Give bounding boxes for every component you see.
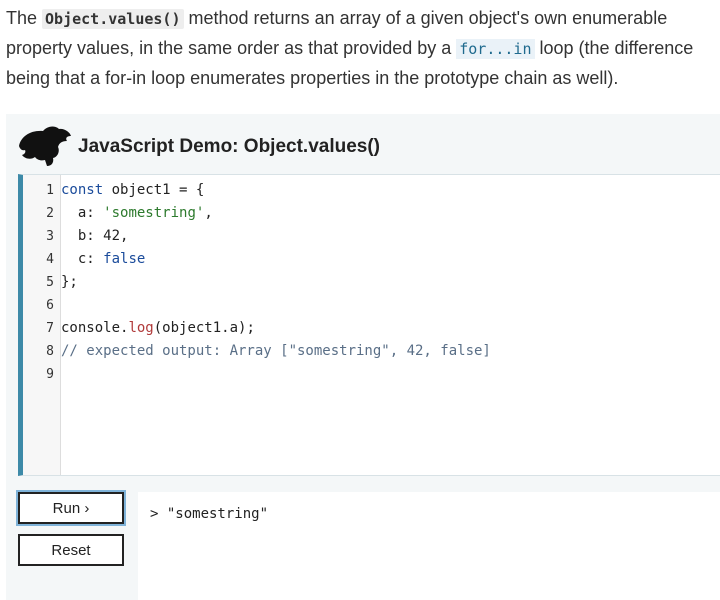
- intro-text-3: loop (the difference being that a for-in…: [6, 38, 694, 88]
- code-token: // expected output: Array ["somestring",…: [61, 343, 491, 359]
- line-number: 9: [46, 367, 54, 382]
- code-line: 1 const object1 = {: [23, 179, 713, 202]
- code-token: c:: [61, 251, 104, 267]
- code-text: console.log(object1.a);: [61, 317, 255, 340]
- output-line: > "somestring": [150, 506, 269, 522]
- code-line: 9: [23, 363, 713, 386]
- code-text: // expected output: Array ["somestring",…: [61, 340, 491, 363]
- line-number: 8: [46, 344, 54, 359]
- line-number-gutter: [23, 175, 61, 475]
- code-token: false: [103, 251, 146, 267]
- method-name-code: Object.values(): [42, 9, 184, 29]
- code-token: 42: [103, 228, 121, 244]
- line-number: 1: [46, 183, 54, 198]
- code-text: b: 42,: [61, 225, 129, 248]
- mozilla-dino-icon: [19, 126, 71, 166]
- code-text: const object1 = {: [61, 179, 204, 202]
- code-token: };: [61, 274, 78, 290]
- description-paragraph: The Object.values() method returns an ar…: [6, 4, 718, 93]
- demo-title: JavaScript Demo: Object.values(): [78, 136, 380, 157]
- code-line: 8 // expected output: Array ["somestring"…: [23, 340, 713, 363]
- code-text: };: [61, 271, 78, 294]
- code-line: 6: [23, 294, 713, 317]
- for-in-link[interactable]: for...in: [456, 39, 535, 59]
- code-token: object1 = {: [103, 182, 205, 198]
- console-output: > "somestring": [138, 492, 720, 600]
- reset-button[interactable]: Reset: [18, 534, 124, 566]
- line-number: 3: [46, 229, 54, 244]
- code-token: ,: [204, 205, 213, 221]
- code-line: 2 a: 'somestring',: [23, 202, 713, 225]
- code-text: a: 'somestring',: [61, 202, 213, 225]
- code-token: log: [128, 320, 154, 336]
- code-token: ,: [120, 228, 129, 244]
- line-number: 6: [46, 298, 54, 313]
- code-text: c: false: [61, 248, 145, 271]
- interactive-demo: JavaScript Demo: Object.values() 1 const …: [6, 114, 720, 600]
- line-number: 2: [46, 206, 54, 221]
- line-number: 5: [46, 275, 54, 290]
- code-token: const: [61, 182, 104, 198]
- code-token: b:: [61, 228, 104, 244]
- run-button[interactable]: Run ›: [18, 492, 124, 524]
- line-number: 4: [46, 252, 54, 267]
- line-number: 7: [46, 321, 54, 336]
- demo-header: JavaScript Demo: Object.values(): [6, 114, 720, 176]
- code-line: 4 c: false: [23, 248, 713, 271]
- code-line: 3 b: 42,: [23, 225, 713, 248]
- intro-text-2: method returns an array of a given objec…: [6, 8, 668, 58]
- code-line: 5};: [23, 271, 713, 294]
- code-token: a:: [61, 205, 104, 221]
- code-token: console.: [61, 320, 129, 336]
- intro-text-1: The: [6, 8, 43, 28]
- code-line: 7 console.log(object1.a);: [23, 317, 713, 340]
- code-token: (object1.a);: [153, 320, 255, 336]
- code-token: 'somestring': [103, 205, 205, 221]
